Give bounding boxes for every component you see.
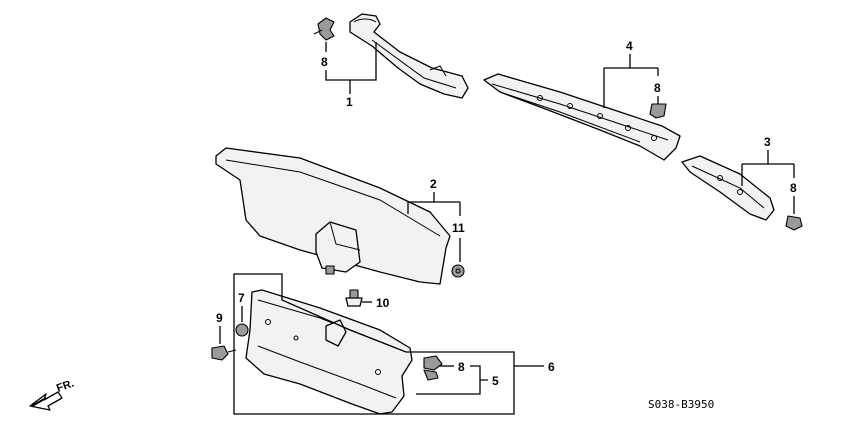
callout-7: 7 <box>238 291 245 305</box>
part-1-side-trim <box>349 13 469 99</box>
clip-8-lower <box>423 355 443 381</box>
diagram-code: S038-B3950 <box>648 398 714 411</box>
grommet-7 <box>235 323 249 337</box>
callout-1: 1 <box>346 95 353 109</box>
front-direction-arrow-icon <box>29 391 63 411</box>
leader-4-bracket <box>603 54 659 108</box>
leader-2-bracket <box>407 192 461 216</box>
direction-label: FR. <box>55 377 76 394</box>
clip-8-upper-right <box>649 103 667 119</box>
leader-1-bracket <box>325 42 377 81</box>
callout-8-top-right: 8 <box>654 81 661 95</box>
callout-9: 9 <box>216 311 223 325</box>
part-4-roof-trim <box>483 73 681 161</box>
callout-10: 10 <box>376 296 390 310</box>
callout-11: 11 <box>452 221 465 235</box>
leader-3-bracket <box>741 150 795 186</box>
callout-8-lower: 8 <box>458 360 465 374</box>
callout-3: 3 <box>764 135 771 149</box>
part-2-upper-panel <box>215 147 451 285</box>
callout-6: 6 <box>548 360 555 374</box>
callout-5: 5 <box>492 374 499 388</box>
clip-8-right <box>785 215 803 231</box>
clip-11 <box>451 264 465 278</box>
callout-8-top-left: 8 <box>321 55 328 69</box>
callout-4: 4 <box>626 39 633 53</box>
screw-9 <box>211 345 237 361</box>
fastener-10 <box>345 289 363 307</box>
part-3-side-trim <box>681 155 775 221</box>
leader-6-box <box>233 273 515 415</box>
callout-8-right: 8 <box>790 181 797 195</box>
clip-8-upper-left <box>313 17 335 41</box>
callout-2: 2 <box>430 177 437 191</box>
leader-5-bracket <box>416 365 488 395</box>
